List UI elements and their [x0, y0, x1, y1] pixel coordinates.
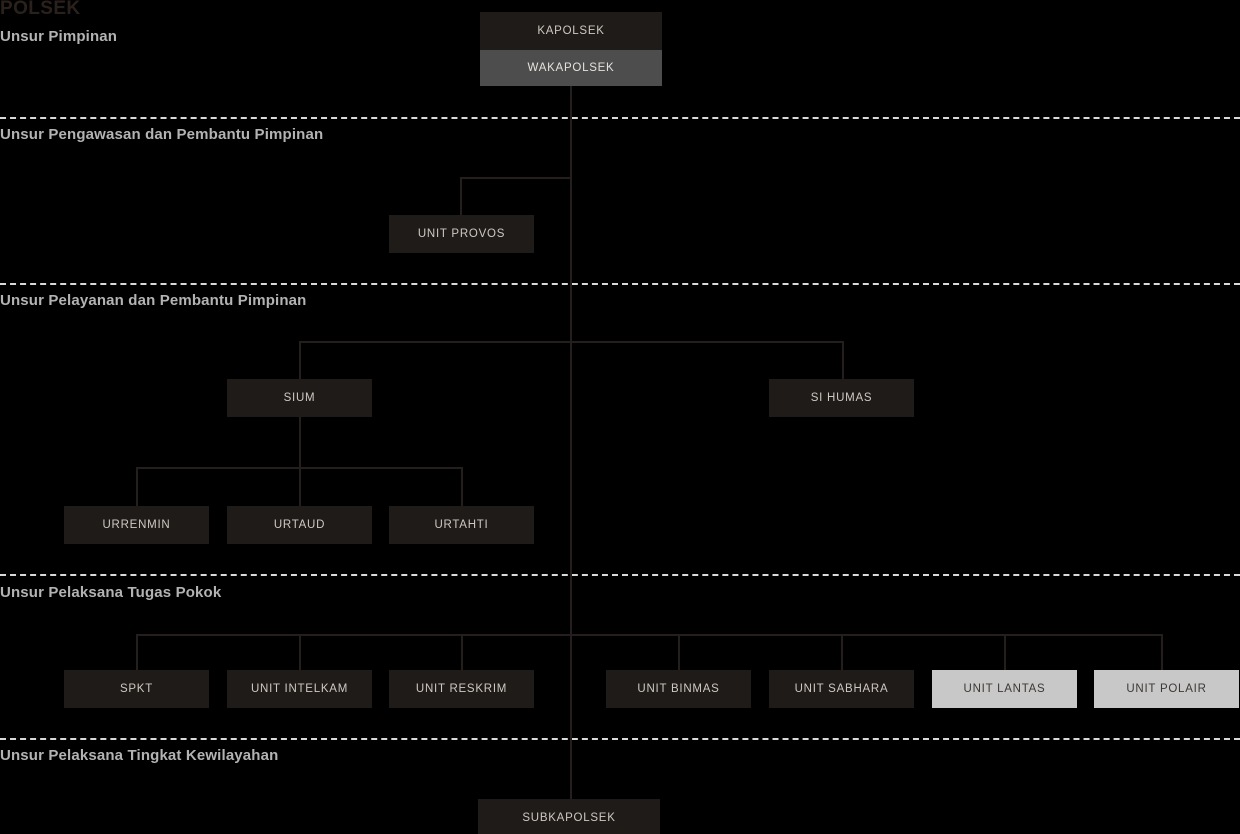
connector-tugaspokok-horizontal [136, 634, 1163, 636]
node-urrenmin[interactable]: URRENMIN [64, 506, 209, 544]
connector-sabhara-drop [841, 634, 843, 671]
node-unit-sabhara[interactable]: UNIT SABHARA [769, 670, 914, 708]
connector-sium-stem [299, 416, 301, 468]
connector-urtahti-drop [461, 467, 463, 506]
connector-reskrim-drop [461, 634, 463, 671]
node-subkapolsek[interactable]: SUBKAPOLSEK [478, 799, 660, 834]
connector-urrenmin-drop [136, 467, 138, 506]
connector-provos-drop [460, 177, 462, 215]
node-unit-polair[interactable]: UNIT POLAIR [1094, 670, 1239, 708]
divider-pelayanan [0, 283, 1240, 285]
connector-urtaud-drop [299, 467, 301, 506]
connector-lantas-drop [1004, 634, 1006, 671]
connector-binmas-drop [678, 634, 680, 671]
divider-tugas-pokok [0, 574, 1240, 576]
node-sium[interactable]: SIUM [227, 379, 372, 417]
node-unit-provos[interactable]: UNIT PROVOS [389, 215, 534, 253]
connector-sihumas-drop [842, 341, 844, 379]
divider-kewilayahan [0, 738, 1240, 740]
node-urtahti[interactable]: URTAHTI [389, 506, 534, 544]
node-spkt[interactable]: SPKT [64, 670, 209, 708]
connector-polair-drop [1161, 634, 1163, 671]
section-label-unsur-pimpinan: Unsur Pimpinan [0, 28, 118, 45]
section-label-unsur-kewilayahan: Unsur Pelaksana Tingkat Kewilayahan [0, 747, 279, 764]
node-wakapolsek[interactable]: WAKAPOLSEK [480, 50, 662, 86]
divider-pengawasan [0, 117, 1240, 119]
connector-main-trunk [570, 86, 572, 801]
connector-sium-drop [299, 341, 301, 379]
section-label-unsur-tugas-pokok: Unsur Pelaksana Tugas Pokok [0, 584, 222, 601]
node-kapolsek[interactable]: KAPOLSEK [480, 12, 662, 50]
node-si-humas[interactable]: SI HUMAS [769, 379, 914, 417]
node-unit-lantas[interactable]: UNIT LANTAS [932, 670, 1077, 708]
connector-spkt-drop [136, 634, 138, 671]
section-label-unsur-pelayanan: Unsur Pelayanan dan Pembantu Pimpinan [0, 292, 307, 309]
connector-intelkam-drop [299, 634, 301, 671]
page-title: POLSEK [0, 0, 81, 19]
section-label-unsur-pengawasan: Unsur Pengawasan dan Pembantu Pimpinan [0, 126, 324, 143]
node-urtaud[interactable]: URTAUD [227, 506, 372, 544]
node-unit-intelkam[interactable]: UNIT INTELKAM [227, 670, 372, 708]
node-unit-reskrim[interactable]: UNIT RESKRIM [389, 670, 534, 708]
connector-provos-horizontal [460, 177, 571, 179]
node-unit-binmas[interactable]: UNIT BINMAS [606, 670, 751, 708]
connector-pelayanan-horizontal [299, 341, 844, 343]
